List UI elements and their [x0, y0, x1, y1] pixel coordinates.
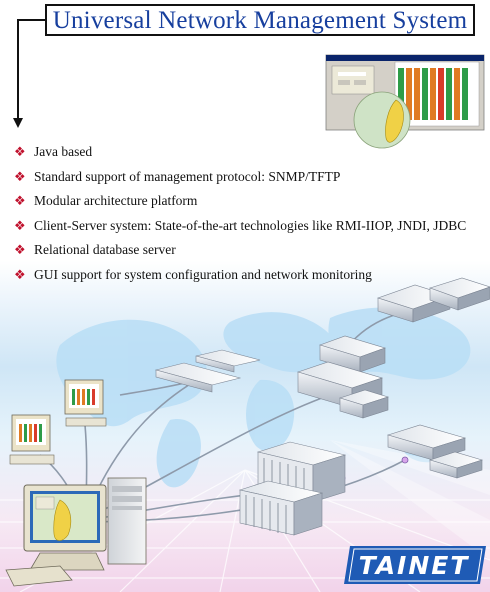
rack-cabinet-2: [238, 480, 324, 536]
feature-text: Java based: [34, 144, 93, 160]
arrow-down-icon: [13, 118, 23, 128]
network-device-center-1: [319, 335, 386, 373]
feature-text: Modular architecture platform: [34, 193, 198, 209]
diamond-bullet-icon: ❖: [14, 193, 26, 209]
tainet-logo: [344, 546, 486, 584]
list-item: ❖ Standard support of management protocol…: [14, 165, 484, 190]
feature-list: ❖ Java based ❖ Standard support of managem…: [14, 140, 484, 287]
main-server-workstation: [5, 477, 147, 587]
client-workstation-2: [64, 379, 107, 427]
title-connector-line-vertical: [17, 19, 19, 119]
client-workstation-1: [9, 414, 55, 465]
title-connector-line: [17, 19, 46, 21]
network-device-right-2: [428, 451, 484, 479]
list-item: ❖ Modular architecture platform: [14, 189, 484, 214]
list-item: ❖ Client-Server system: State-of-the-art …: [14, 214, 484, 239]
title-box: Universal Network Management System: [45, 4, 475, 36]
rack-unit-2: [154, 362, 242, 393]
feature-text: Client-Server system: State-of-the-art t…: [34, 217, 467, 233]
network-device-top-2: [429, 277, 490, 311]
logo-text: TAINET: [358, 551, 470, 580]
list-item: ❖ Relational database server: [14, 238, 484, 263]
list-item: ❖ Java based: [14, 140, 484, 165]
feature-text: Standard support of management protocol:…: [34, 168, 341, 184]
rack-unit-1: [195, 349, 261, 373]
feature-text: GUI support for system configuration and…: [34, 266, 372, 282]
diamond-bullet-icon: ❖: [14, 217, 26, 233]
taiwan-map-globe: [353, 91, 411, 149]
software-screenshot-thumbnail: [325, 54, 485, 149]
network-device-center-3: [338, 389, 390, 419]
list-item: ❖ GUI support for system configuration an…: [14, 263, 484, 288]
network-device-right-1: [386, 424, 467, 461]
diamond-bullet-icon: ❖: [14, 242, 26, 258]
feature-text: Relational database server: [34, 242, 176, 258]
page-title: Universal Network Management System: [52, 7, 468, 34]
diamond-bullet-icon: ❖: [14, 168, 26, 184]
light-rays: [330, 440, 490, 560]
diamond-bullet-icon: ❖: [14, 144, 26, 160]
diamond-bullet-icon: ❖: [14, 266, 26, 282]
